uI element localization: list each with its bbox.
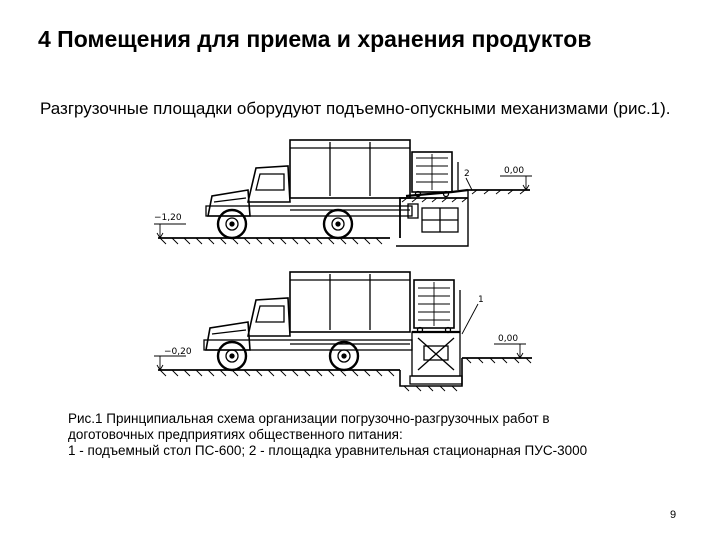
top-level-marker-ground: [154, 223, 186, 239]
caption-line-1: Рис.1 Принципиальная схема организации п…: [68, 411, 550, 426]
top-callout-label: 2: [464, 169, 470, 179]
top-ground-level-label: −1,20: [154, 213, 182, 223]
top-level-marker-dock: [500, 175, 532, 191]
bottom-dock-level-label: 0,00: [498, 334, 518, 344]
slide-title: 4 Помещения для приема и хранения продук…: [38, 26, 592, 52]
bottom-ground-level-label: −0,20: [164, 347, 192, 357]
page-number: 9: [670, 509, 677, 521]
top-cargo-box: [289, 139, 411, 199]
bottom-scene: −0,20 0,00 1: [154, 271, 532, 392]
top-cart: [411, 151, 453, 193]
loading-dock-diagram: −1,20 0,00 2: [154, 139, 532, 392]
figure-caption: Рис.1 Принципиальная схема организации п…: [68, 411, 688, 459]
bottom-cargo-box: [289, 271, 411, 333]
bottom-dock: [399, 279, 532, 392]
top-cab: [246, 165, 291, 203]
top-scene: −1,20 0,00 2: [154, 139, 532, 247]
bottom-cab: [247, 297, 291, 337]
intro-text: Разгрузочные площадки оборудуют подъемно…: [40, 99, 671, 118]
bottom-hood: [205, 321, 251, 351]
bottom-level-marker-dock: [494, 343, 526, 359]
top-dock: [396, 151, 530, 247]
top-truck: [205, 139, 413, 240]
caption-line-2: доготовочных предприятиях общественного …: [68, 427, 403, 442]
caption-line-3: 1 - подъемный стол ПС-600; 2 - площадка …: [68, 443, 588, 458]
bottom-callout-leader: [461, 303, 479, 335]
bottom-truck: [203, 271, 413, 372]
bottom-level-marker-ground: [154, 355, 186, 371]
bottom-lift-table: [409, 330, 463, 385]
top-ground: [158, 237, 390, 245]
bottom-cart: [413, 279, 455, 329]
top-dock-level-label: 0,00: [504, 166, 524, 176]
top-callout-leader: [465, 177, 473, 191]
top-hood: [207, 189, 251, 217]
bottom-ground: [158, 369, 400, 377]
bottom-callout-label: 1: [478, 295, 484, 305]
